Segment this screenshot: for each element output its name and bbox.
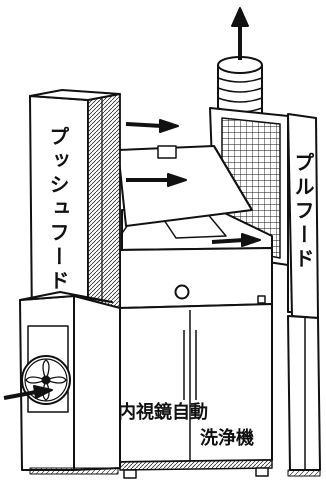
- fan-icon: [21, 355, 71, 405]
- intake-arrow: [3, 385, 53, 400]
- pull-hood-label: プルフード: [291, 152, 315, 272]
- washer-label-line2: 洗浄機: [200, 427, 254, 449]
- washer-label-line1: 内視鏡自動: [118, 401, 208, 423]
- airflow-arrow-upper: [125, 119, 179, 133]
- push-hood-label: プッシュフード: [46, 126, 70, 294]
- exhaust-arrow: [231, 7, 249, 60]
- airflow-arrow-washer: [211, 233, 261, 247]
- push-hood-column: [29, 89, 121, 331]
- pull-hood-column: [287, 113, 321, 477]
- airflow-arrow-lower: [126, 173, 187, 187]
